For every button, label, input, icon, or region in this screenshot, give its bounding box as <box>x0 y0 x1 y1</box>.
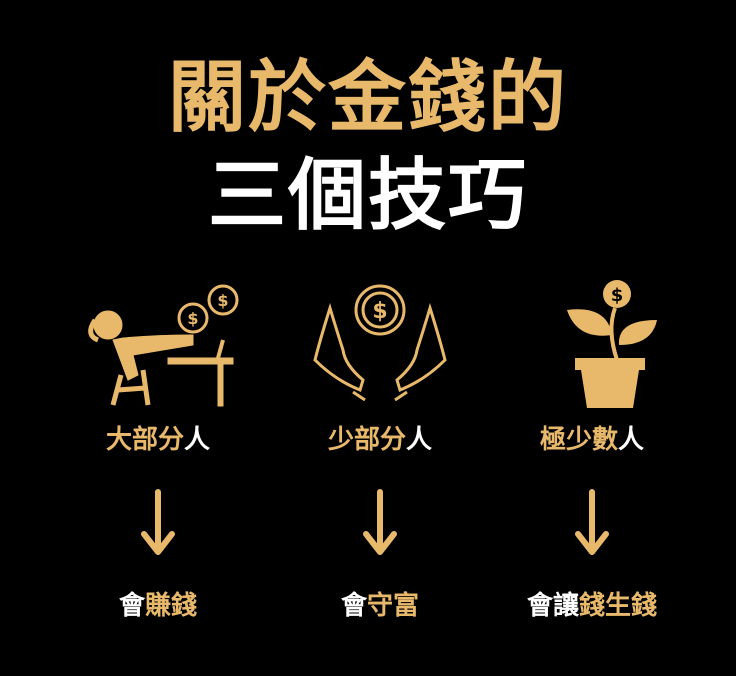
result-white-part: 會 <box>118 591 145 621</box>
svg-text:$: $ <box>187 309 198 328</box>
label-white-part: 人 <box>618 425 645 455</box>
result-text: 會守富 <box>270 586 490 626</box>
svg-text:$: $ <box>217 291 228 310</box>
group-label: 極少數人 <box>482 420 702 460</box>
arrow-down-icon <box>141 489 175 555</box>
hands-coin-icon: $ <box>313 284 447 402</box>
label-gold-part: 大部分 <box>105 425 184 455</box>
arrow-down-icon <box>363 489 397 555</box>
result-white-part: 會讓 <box>526 591 579 621</box>
column-very-few: $ 極少數人 會讓錢生錢 <box>482 280 702 626</box>
title-line-1: 關於金錢的 <box>167 53 568 143</box>
result-text: 會賺錢 <box>48 586 268 626</box>
arrow-down-icon <box>575 489 609 555</box>
group-label: 大部分人 <box>48 420 268 460</box>
money-plant-icon: $ <box>567 280 657 408</box>
label-white-part: 人 <box>184 425 211 455</box>
result-white-part: 會 <box>340 591 367 621</box>
column-majority: $ $ 大部分人 會賺錢 <box>48 280 268 626</box>
result-gold-part: 賺錢 <box>145 591 198 621</box>
label-white-part: 人 <box>406 425 433 455</box>
result-gold-part: 守富 <box>367 591 420 621</box>
svg-text:$: $ <box>372 299 387 324</box>
label-gold-part: 極少數 <box>539 425 618 455</box>
relaxing-person-icon: $ $ <box>88 284 239 407</box>
column-minority: $ 少部分人 會守富 <box>270 280 490 626</box>
result-gold-part: 錢生錢 <box>579 591 658 621</box>
group-label: 少部分人 <box>270 420 490 460</box>
title-line-2: 三個技巧 <box>207 151 528 241</box>
svg-text:$: $ <box>611 285 624 306</box>
label-gold-part: 少部分 <box>327 425 406 455</box>
result-text: 會讓錢生錢 <box>482 586 702 626</box>
